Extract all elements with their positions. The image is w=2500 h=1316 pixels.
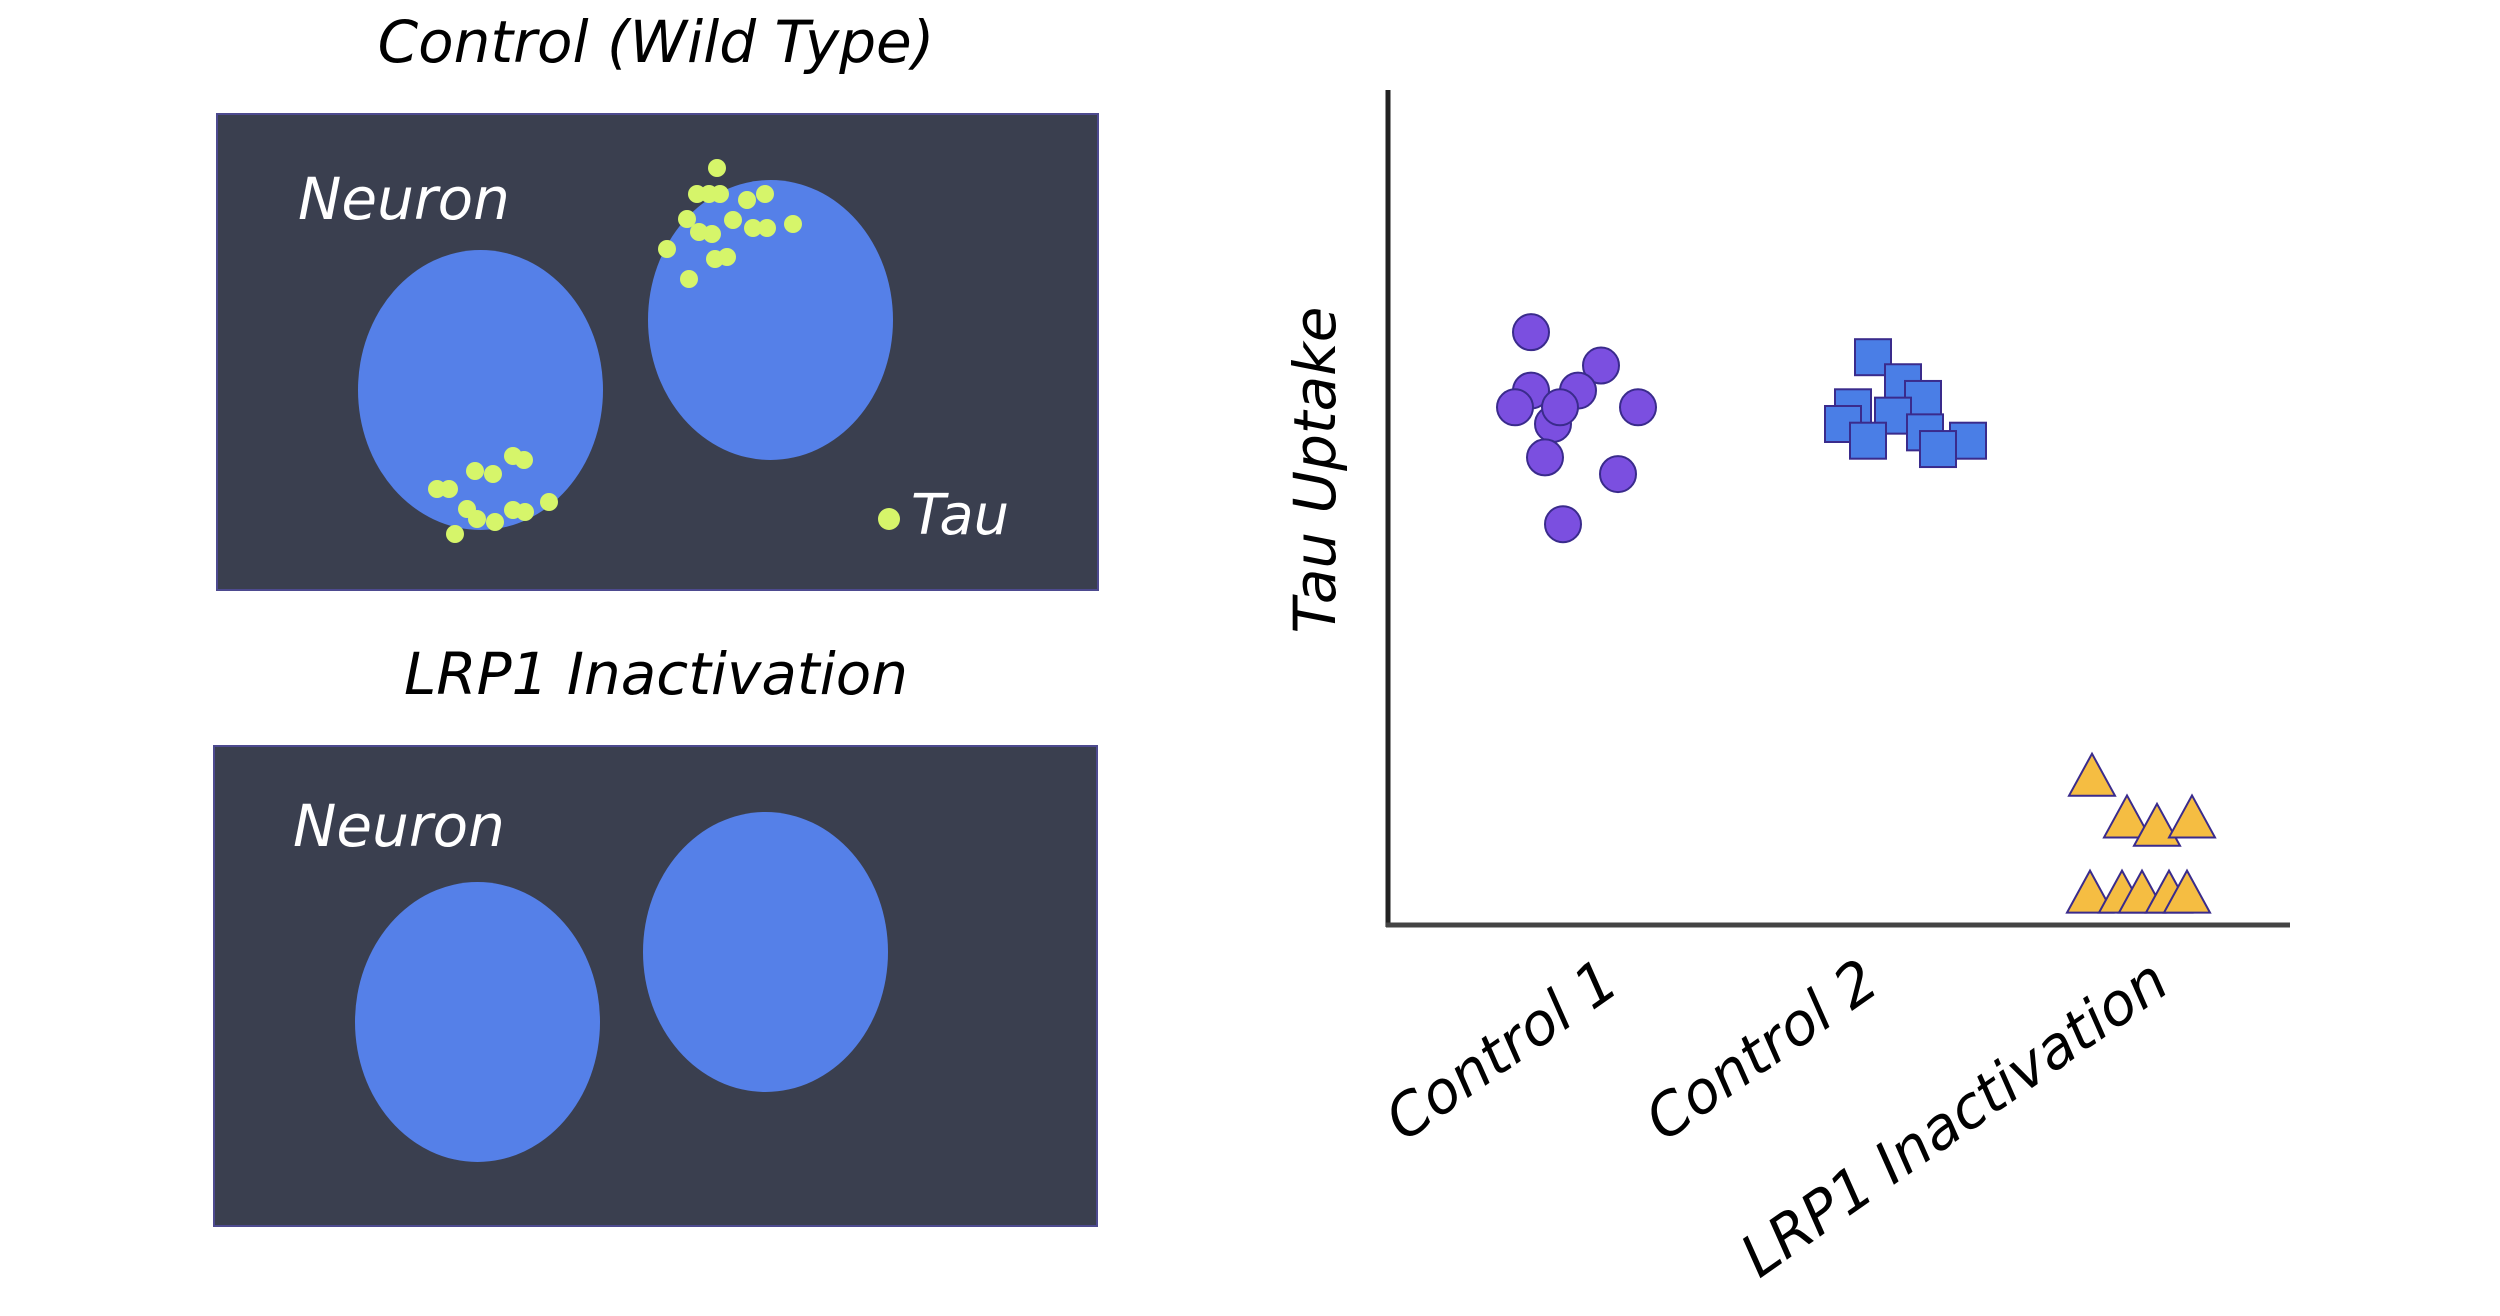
tau-dot: [466, 462, 484, 480]
tau-dot: [468, 510, 486, 528]
tau-legend-label: Tau: [911, 483, 1010, 548]
neuron-label: Neuron: [298, 165, 510, 233]
lrp1-panel: Neuron: [213, 745, 1098, 1227]
tau-dot: [678, 210, 696, 228]
control-panel-title: Control (Wild Type): [377, 8, 935, 76]
data-point-lrp1-inactivation: [2065, 868, 2115, 914]
tau-dot: [703, 225, 721, 243]
tau-dot: [711, 185, 729, 203]
tau-dot: [738, 191, 756, 209]
lrp1-panel-title: LRP1 Inactivation: [403, 640, 909, 708]
tau-dot: [756, 185, 774, 203]
data-point-control-1: [1526, 438, 1564, 477]
data-point-control-2: [1919, 430, 1957, 469]
tau-dot: [658, 240, 676, 258]
data-point-lrp1-inactivation: [2067, 751, 2117, 797]
neuron-cell-right: [643, 812, 888, 1092]
tau-dot: [446, 525, 464, 543]
y-axis-label: Tau Uptake: [1281, 307, 1349, 634]
tau-dot: [724, 211, 742, 229]
data-point-control-1: [1541, 388, 1579, 427]
x-tick-label-control-2: Control 2: [1633, 946, 1890, 1154]
tau-legend-dot: [878, 508, 900, 530]
data-point-control-1: [1544, 505, 1582, 544]
tau-dot: [484, 465, 502, 483]
x-tick-label-control-1: Control 1: [1373, 946, 1630, 1154]
data-points: [1496, 313, 2217, 914]
tau-dot: [680, 270, 698, 288]
data-point-control-1: [1496, 388, 1534, 427]
tau-dot: [744, 219, 762, 237]
neuron-cell-left: [358, 250, 603, 530]
data-point-lrp1-inactivation: [2162, 868, 2212, 914]
tau-dot: [758, 219, 776, 237]
tau-dot: [708, 159, 726, 177]
data-point-lrp1-inactivation: [2102, 793, 2152, 839]
data-point-control-1: [1512, 313, 1550, 352]
data-point-lrp1-inactivation: [2167, 793, 2217, 839]
neuron-cell-left: [355, 882, 600, 1162]
data-point-control-1: [1599, 455, 1637, 494]
data-point-control-2: [1849, 421, 1887, 460]
data-point-control-1: [1619, 388, 1657, 427]
tau-dot: [718, 248, 736, 266]
tau-dot: [516, 503, 534, 521]
tau-dot: [440, 480, 458, 498]
tau-dot: [515, 451, 533, 469]
tau-dot: [540, 493, 558, 511]
data-point-control-1: [1582, 346, 1620, 385]
tau-dot: [486, 513, 504, 531]
data-point-lrp1-inactivation: [2132, 801, 2182, 847]
tau-dot: [784, 215, 802, 233]
neuron-label: Neuron: [293, 792, 505, 860]
control-panel: Neuron Tau: [216, 113, 1099, 591]
